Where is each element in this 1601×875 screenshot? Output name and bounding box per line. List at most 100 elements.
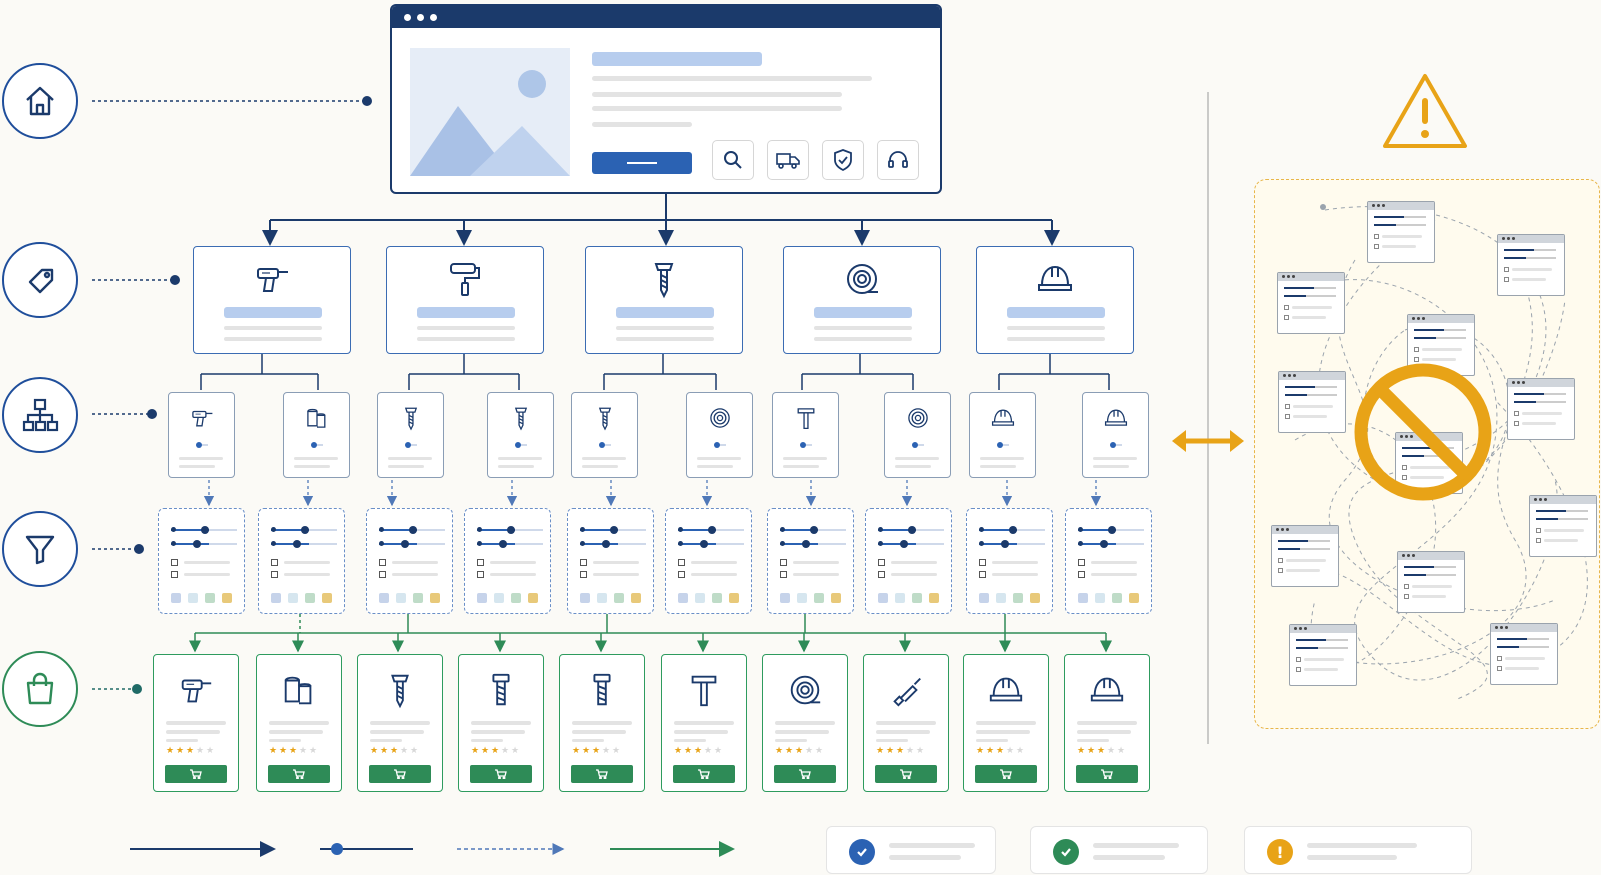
- product-card[interactable]: ★★★★★: [762, 654, 848, 792]
- filter-swatch[interactable]: [1095, 593, 1105, 603]
- filter-swatch[interactable]: [271, 593, 281, 603]
- slider-handle[interactable]: [1100, 540, 1108, 548]
- add-to-cart-button[interactable]: [1076, 765, 1138, 783]
- product-card[interactable]: ★★★★★: [559, 654, 645, 792]
- filter-swatch[interactable]: [205, 593, 215, 603]
- filter-swatch[interactable]: [814, 593, 824, 603]
- filter-checkbox[interactable]: [979, 571, 986, 578]
- filter-swatch[interactable]: [878, 593, 888, 603]
- filter-swatch[interactable]: [780, 593, 790, 603]
- add-to-cart-button[interactable]: [470, 765, 532, 783]
- filter-swatch[interactable]: [222, 593, 232, 603]
- product-card[interactable]: ★★★★★: [357, 654, 443, 792]
- add-to-cart-button[interactable]: [369, 765, 431, 783]
- slider-handle[interactable]: [409, 526, 417, 534]
- filter-swatch[interactable]: [477, 593, 487, 603]
- filter-panel[interactable]: [567, 508, 654, 614]
- filter-checkbox[interactable]: [1078, 559, 1085, 566]
- filter-swatch[interactable]: [188, 593, 198, 603]
- slider-handle[interactable]: [293, 540, 301, 548]
- slider-handle[interactable]: [193, 540, 201, 548]
- subcategory-card[interactable]: [283, 392, 350, 478]
- filter-checkbox[interactable]: [580, 571, 587, 578]
- product-card[interactable]: ★★★★★: [256, 654, 342, 792]
- hero-cta-button[interactable]: [592, 152, 692, 174]
- add-to-cart-button[interactable]: [268, 765, 330, 783]
- product-card[interactable]: ★★★★★: [1064, 654, 1150, 792]
- filter-checkbox[interactable]: [379, 559, 386, 566]
- filter-swatch[interactable]: [1013, 593, 1023, 603]
- subcategory-card[interactable]: [168, 392, 235, 478]
- filter-swatch[interactable]: [511, 593, 521, 603]
- add-to-cart-button[interactable]: [571, 765, 633, 783]
- filter-swatch[interactable]: [305, 593, 315, 603]
- filter-swatch[interactable]: [695, 593, 705, 603]
- filter-swatch[interactable]: [322, 593, 332, 603]
- slider-handle[interactable]: [301, 526, 309, 534]
- filter-swatch[interactable]: [597, 593, 607, 603]
- filter-swatch[interactable]: [288, 593, 298, 603]
- add-to-cart-button[interactable]: [774, 765, 836, 783]
- filter-swatch[interactable]: [614, 593, 624, 603]
- subcategory-card[interactable]: [571, 392, 638, 478]
- filter-checkbox[interactable]: [878, 559, 885, 566]
- slider-handle[interactable]: [401, 540, 409, 548]
- filter-swatch[interactable]: [929, 593, 939, 603]
- product-card[interactable]: ★★★★★: [963, 654, 1049, 792]
- filter-panel[interactable]: [966, 508, 1053, 614]
- add-to-cart-button[interactable]: [165, 765, 227, 783]
- slider-handle[interactable]: [610, 526, 618, 534]
- subcategory-card[interactable]: [1082, 392, 1149, 478]
- filter-swatch[interactable]: [712, 593, 722, 603]
- filter-panel[interactable]: [865, 508, 952, 614]
- filter-panel[interactable]: [1065, 508, 1152, 614]
- add-to-cart-button[interactable]: [975, 765, 1037, 783]
- filter-swatch[interactable]: [631, 593, 641, 603]
- filter-panel[interactable]: [665, 508, 752, 614]
- filter-swatch[interactable]: [1078, 593, 1088, 603]
- category-card[interactable]: [783, 246, 941, 354]
- filter-checkbox[interactable]: [580, 559, 587, 566]
- filter-swatch[interactable]: [171, 593, 181, 603]
- filter-swatch[interactable]: [430, 593, 440, 603]
- slider-handle[interactable]: [1108, 526, 1116, 534]
- filter-swatch[interactable]: [831, 593, 841, 603]
- filter-swatch[interactable]: [413, 593, 423, 603]
- filter-checkbox[interactable]: [678, 571, 685, 578]
- filter-swatch[interactable]: [1129, 593, 1139, 603]
- slider-handle[interactable]: [810, 526, 818, 534]
- slider-handle[interactable]: [708, 526, 716, 534]
- product-card[interactable]: ★★★★★: [661, 654, 747, 792]
- slider-handle[interactable]: [507, 526, 515, 534]
- filter-swatch[interactable]: [895, 593, 905, 603]
- filter-checkbox[interactable]: [171, 571, 178, 578]
- filter-swatch[interactable]: [979, 593, 989, 603]
- filter-checkbox[interactable]: [780, 571, 787, 578]
- slider-handle[interactable]: [201, 526, 209, 534]
- subcategory-card[interactable]: [487, 392, 554, 478]
- filter-checkbox[interactable]: [379, 571, 386, 578]
- subcategory-card[interactable]: [969, 392, 1036, 478]
- product-card[interactable]: ★★★★★: [863, 654, 949, 792]
- filter-panel[interactable]: [366, 508, 453, 614]
- subcategory-card[interactable]: [884, 392, 951, 478]
- filter-swatch[interactable]: [678, 593, 688, 603]
- filter-swatch[interactable]: [396, 593, 406, 603]
- slider-handle[interactable]: [1009, 526, 1017, 534]
- category-card[interactable]: [976, 246, 1134, 354]
- filter-panel[interactable]: [158, 508, 245, 614]
- filter-swatch[interactable]: [729, 593, 739, 603]
- filter-checkbox[interactable]: [878, 571, 885, 578]
- slider-handle[interactable]: [802, 540, 810, 548]
- add-to-cart-button[interactable]: [875, 765, 937, 783]
- filter-panel[interactable]: [767, 508, 854, 614]
- filter-checkbox[interactable]: [678, 559, 685, 566]
- filter-panel[interactable]: [464, 508, 551, 614]
- filter-checkbox[interactable]: [171, 559, 178, 566]
- add-to-cart-button[interactable]: [673, 765, 735, 783]
- slider-handle[interactable]: [908, 526, 916, 534]
- filter-swatch[interactable]: [912, 593, 922, 603]
- filter-swatch[interactable]: [580, 593, 590, 603]
- filter-swatch[interactable]: [1030, 593, 1040, 603]
- subcategory-card[interactable]: [686, 392, 753, 478]
